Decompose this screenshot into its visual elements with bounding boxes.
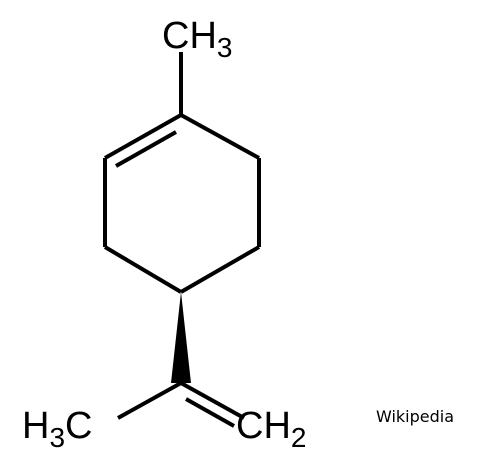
wedge-bond xyxy=(171,292,191,383)
bond-ring-c1-c2-inner xyxy=(115,130,177,168)
source-credit: Wikipedia xyxy=(376,407,455,426)
bond-ring-c1-c2 xyxy=(104,113,182,160)
label-left-methyl: H3C xyxy=(22,405,92,453)
bond-to-methylene-inner xyxy=(185,397,235,428)
bond-to-methyl-left xyxy=(117,381,182,420)
bond-ring-c3-c4 xyxy=(103,245,183,294)
bond-ring-c6-c1 xyxy=(180,113,260,160)
label-top-methyl: CH3 xyxy=(162,15,232,63)
label-methylene: CH2 xyxy=(236,405,306,453)
bond-to-methylene xyxy=(180,381,245,420)
bond-ring-c4-c5 xyxy=(180,245,260,294)
